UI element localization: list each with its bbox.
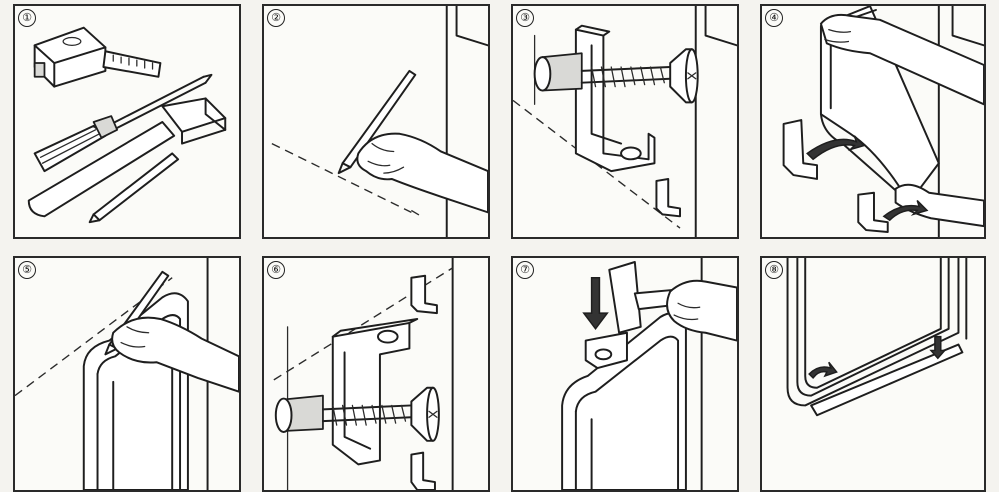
step-panel-3: ③ (511, 4, 739, 239)
bracket-screw-icon (513, 6, 737, 237)
step-number: ④ (765, 9, 783, 27)
hammer-icon (561, 258, 737, 490)
mounted-board-icon (786, 258, 968, 417)
step-panel-7: ⑦ (511, 256, 739, 492)
installation-instructions-sheet: ① ② (13, 4, 986, 492)
step-number: ⑤ (18, 261, 36, 279)
step-panel-2: ② (262, 4, 490, 239)
tools-icon (27, 26, 227, 224)
step-panel-4: ④ (760, 4, 986, 239)
step-number: ③ (516, 9, 534, 27)
step-panel-1: ① (13, 4, 241, 239)
step-number: ⑧ (765, 261, 783, 279)
step-panel-5: ⑤ (13, 256, 241, 492)
mark-frame-icon (15, 258, 239, 490)
step-panel-6: ⑥ (262, 256, 490, 492)
step-number: ② (267, 9, 285, 27)
step-number: ⑦ (516, 261, 534, 279)
step-number: ① (18, 9, 36, 27)
hang-board-icon (782, 6, 984, 237)
lower-bracket-icon (273, 258, 454, 490)
step-number: ⑥ (267, 261, 285, 279)
pencil-marking-icon (271, 6, 488, 237)
step-panel-8: ⑧ (760, 256, 986, 492)
